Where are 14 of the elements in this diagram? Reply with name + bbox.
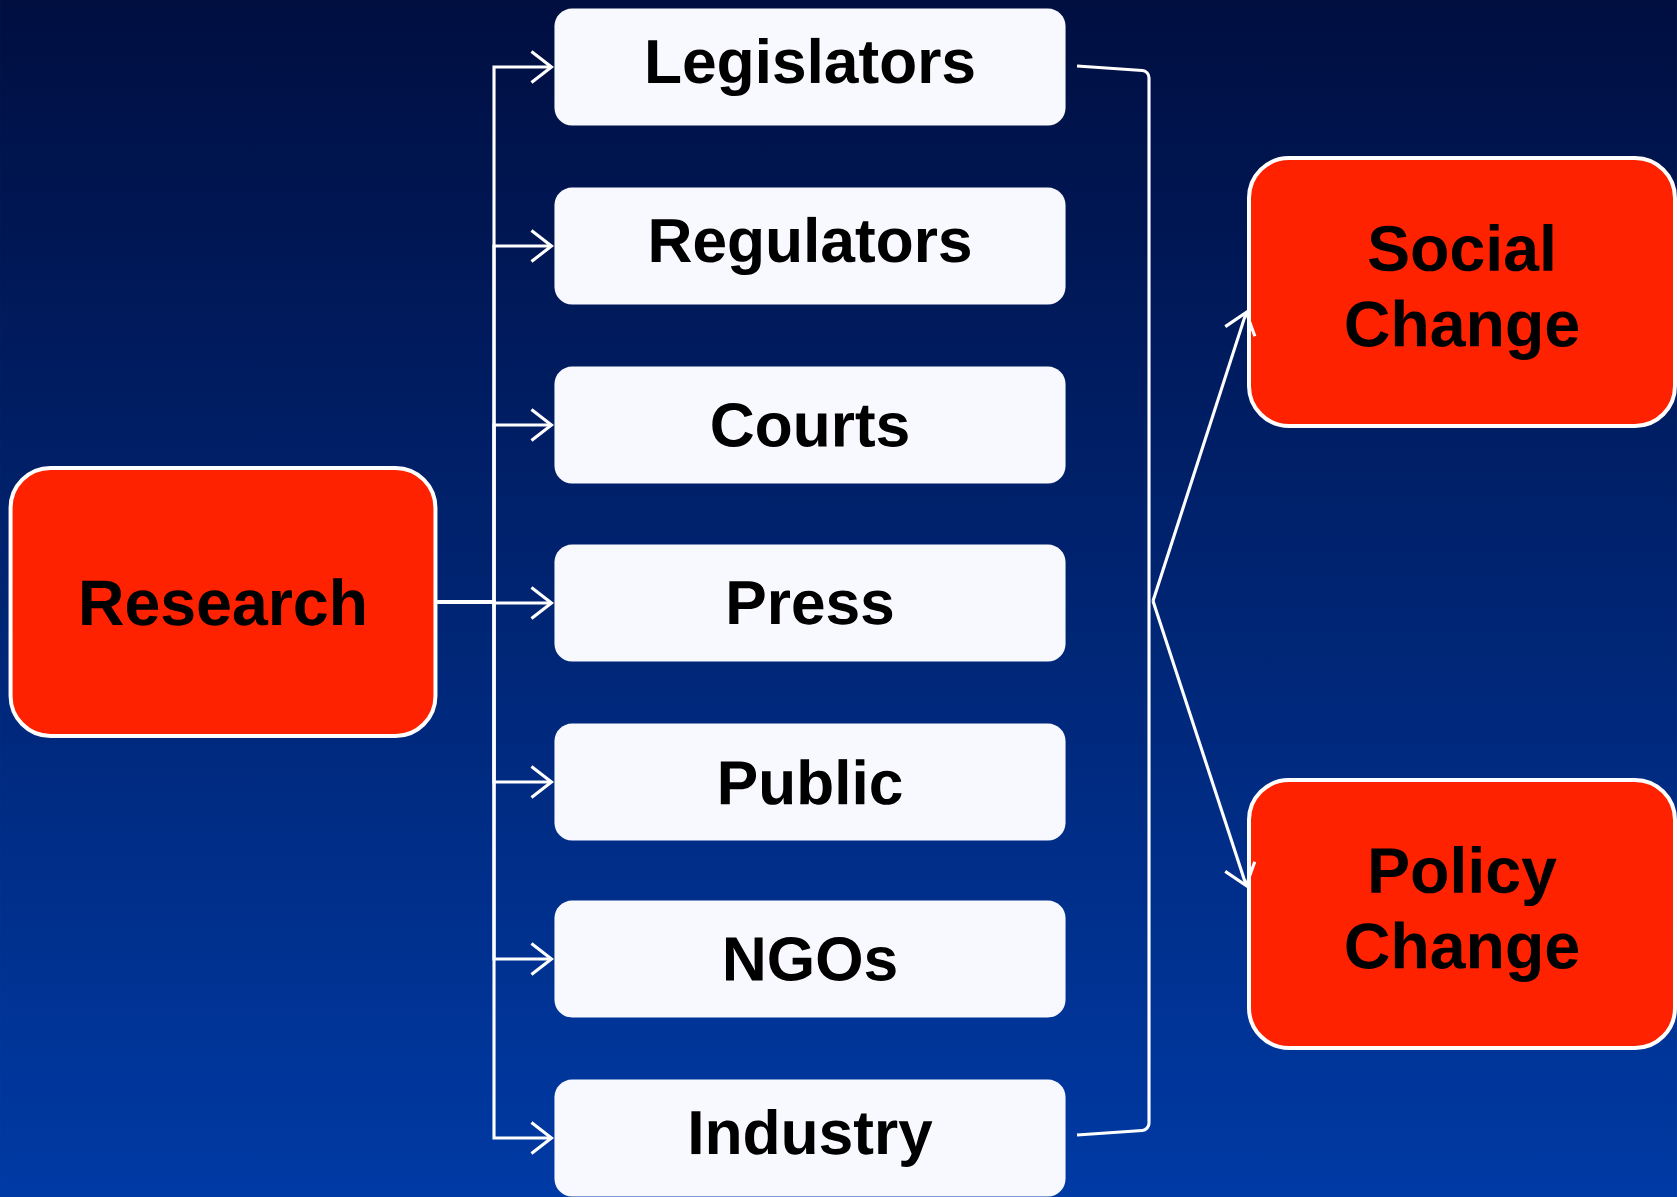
- audience-box: NGOs: [554, 900, 1066, 1018]
- audience-box: Press: [554, 544, 1066, 662]
- bracket: [1076, 64, 1151, 1137]
- audience-box: Industry: [554, 1079, 1066, 1197]
- process-box: Social Change: [1247, 156, 1677, 428]
- audience-box: Legislators: [554, 8, 1066, 126]
- arrow: [1151, 600, 1257, 888]
- process-box: Research: [8, 466, 438, 738]
- audience-box: Public: [554, 723, 1066, 841]
- arrow: [437, 600, 554, 1155]
- process-box: Policy Change: [1247, 778, 1677, 1050]
- arrow: [1151, 310, 1257, 602]
- audience-box: Regulators: [554, 187, 1066, 305]
- audience-box: Courts: [554, 366, 1066, 484]
